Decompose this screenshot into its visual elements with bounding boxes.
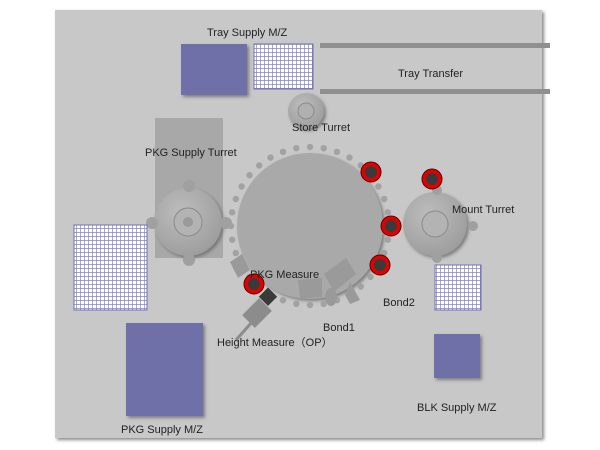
turret-pocket — [306, 301, 314, 309]
pkg-tray-grid — [73, 224, 148, 311]
red-ring-core — [248, 278, 260, 290]
height-measure-body — [242, 298, 272, 328]
red-ring-core — [385, 220, 397, 232]
red-ring-core — [365, 166, 377, 178]
turret-pocket — [381, 249, 388, 257]
turret-pocket — [232, 195, 239, 203]
label-pkg-measure: PKG Measure — [250, 269, 319, 281]
label-mount-turret: Mount Turret — [452, 204, 514, 216]
turret-pocket — [384, 209, 391, 216]
mount-turret-hub — [421, 210, 449, 238]
tray-supply-magazine — [181, 44, 247, 95]
label-blk-supply-mz: BLK Supply M/Z — [417, 402, 497, 414]
height-measure-arm — [234, 321, 254, 341]
turret-pocket — [229, 209, 236, 216]
turret-pocket — [232, 249, 239, 257]
turret-pocket — [306, 143, 314, 151]
turret-pocket — [279, 297, 287, 304]
tray-transfer-rail-bottom — [320, 89, 550, 94]
turret-pocket — [229, 236, 236, 243]
turret-pocket — [367, 273, 374, 280]
turret-pocket — [246, 172, 253, 179]
label-height-measure: Height Measure（OP） — [217, 336, 333, 349]
bond1-nozzle — [325, 288, 337, 306]
label-bond2: Bond2 — [383, 297, 415, 309]
turret-pocket — [293, 145, 300, 152]
label-pkg-supply-mz: PKG Supply M/Z — [121, 424, 203, 436]
pkg-supply-turret-knobs — [146, 180, 232, 266]
mount-tray-grid — [434, 264, 482, 311]
pkg-measure-station — [230, 254, 250, 278]
label-bond1: Bond1 — [323, 322, 355, 334]
pkg-supply-magazine — [126, 323, 203, 416]
turret-pocket — [320, 145, 327, 152]
turret-pocket — [346, 154, 353, 161]
turret-pocket — [238, 183, 245, 190]
turret-pocket — [384, 236, 391, 243]
turret-pocket — [320, 300, 327, 307]
red-ring-core — [374, 259, 386, 271]
turret-pocket — [333, 148, 341, 155]
blk-supply-magazine — [434, 334, 480, 378]
red-ring-markers — [243, 161, 443, 295]
bond1-station — [298, 278, 322, 299]
bond1-station-b — [324, 258, 356, 292]
turret-pocket — [293, 300, 300, 307]
turret-pocket — [256, 162, 263, 169]
label-tray-transfer: Tray Transfer — [398, 68, 463, 80]
red-ring-core — [426, 173, 438, 185]
store-turret-hub — [297, 102, 315, 120]
turret-pocket — [267, 154, 274, 161]
label-tray-supply-mz: Tray Supply M/Z — [207, 27, 288, 39]
turret-pocket — [279, 148, 287, 155]
label-store-turret: Store Turret — [292, 122, 350, 134]
height-measure-head — [258, 287, 278, 306]
turret-pocket — [227, 222, 235, 230]
turret-pocket — [357, 283, 364, 290]
label-pkg-supply-turret: PKG Supply Turret — [145, 147, 237, 159]
turret-pocket — [381, 195, 388, 203]
tray-supply-grid — [253, 43, 314, 90]
turret-pocket — [375, 183, 382, 190]
tray-transfer-rail-top — [320, 43, 550, 48]
pkg-supply-turret-pin — [183, 217, 193, 227]
bond2-station — [345, 282, 360, 304]
